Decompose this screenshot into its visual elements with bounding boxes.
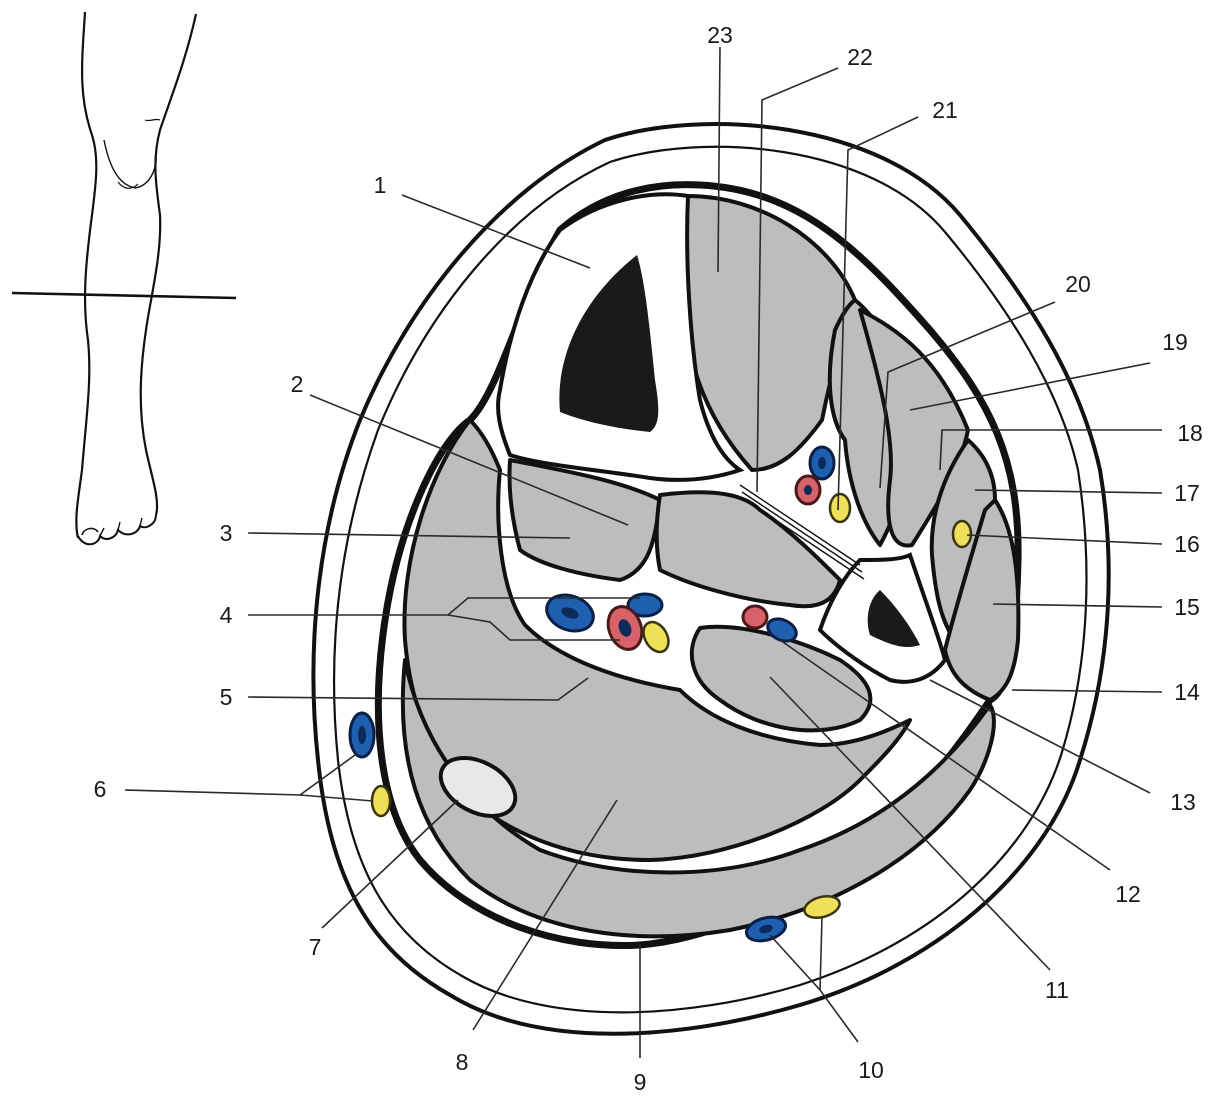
label-23: 23	[707, 22, 733, 48]
label-16: 16	[1174, 531, 1200, 557]
label-22: 22	[847, 44, 873, 70]
label-6: 6	[94, 776, 107, 802]
leg-orientation-sketch	[12, 12, 236, 544]
label-9: 9	[634, 1069, 647, 1095]
posterior-tibial-bundle	[542, 589, 674, 657]
label-18: 18	[1177, 420, 1203, 446]
label-19: 19	[1162, 329, 1188, 355]
section-level-line	[12, 293, 236, 298]
label-3: 3	[220, 520, 233, 546]
label-2: 2	[291, 371, 304, 397]
superficial-peroneal-nerve	[953, 521, 971, 547]
cross-section	[313, 124, 1108, 1034]
label-8: 8	[456, 1049, 469, 1075]
label-15: 15	[1174, 594, 1200, 620]
label-10: 10	[858, 1057, 884, 1083]
label-7: 7	[309, 934, 322, 960]
label-13: 13	[1170, 789, 1196, 815]
label-14: 14	[1174, 679, 1200, 705]
label-1: 1	[374, 172, 387, 198]
label-20: 20	[1065, 271, 1091, 297]
label-5: 5	[220, 684, 233, 710]
label-12: 12	[1115, 881, 1141, 907]
label-21: 21	[932, 97, 958, 123]
label-4: 4	[220, 602, 233, 628]
label-11: 11	[1045, 977, 1069, 1003]
anterior-tibial-bundle	[796, 447, 850, 522]
muscle-2	[657, 492, 840, 606]
label-17: 17	[1174, 480, 1200, 506]
